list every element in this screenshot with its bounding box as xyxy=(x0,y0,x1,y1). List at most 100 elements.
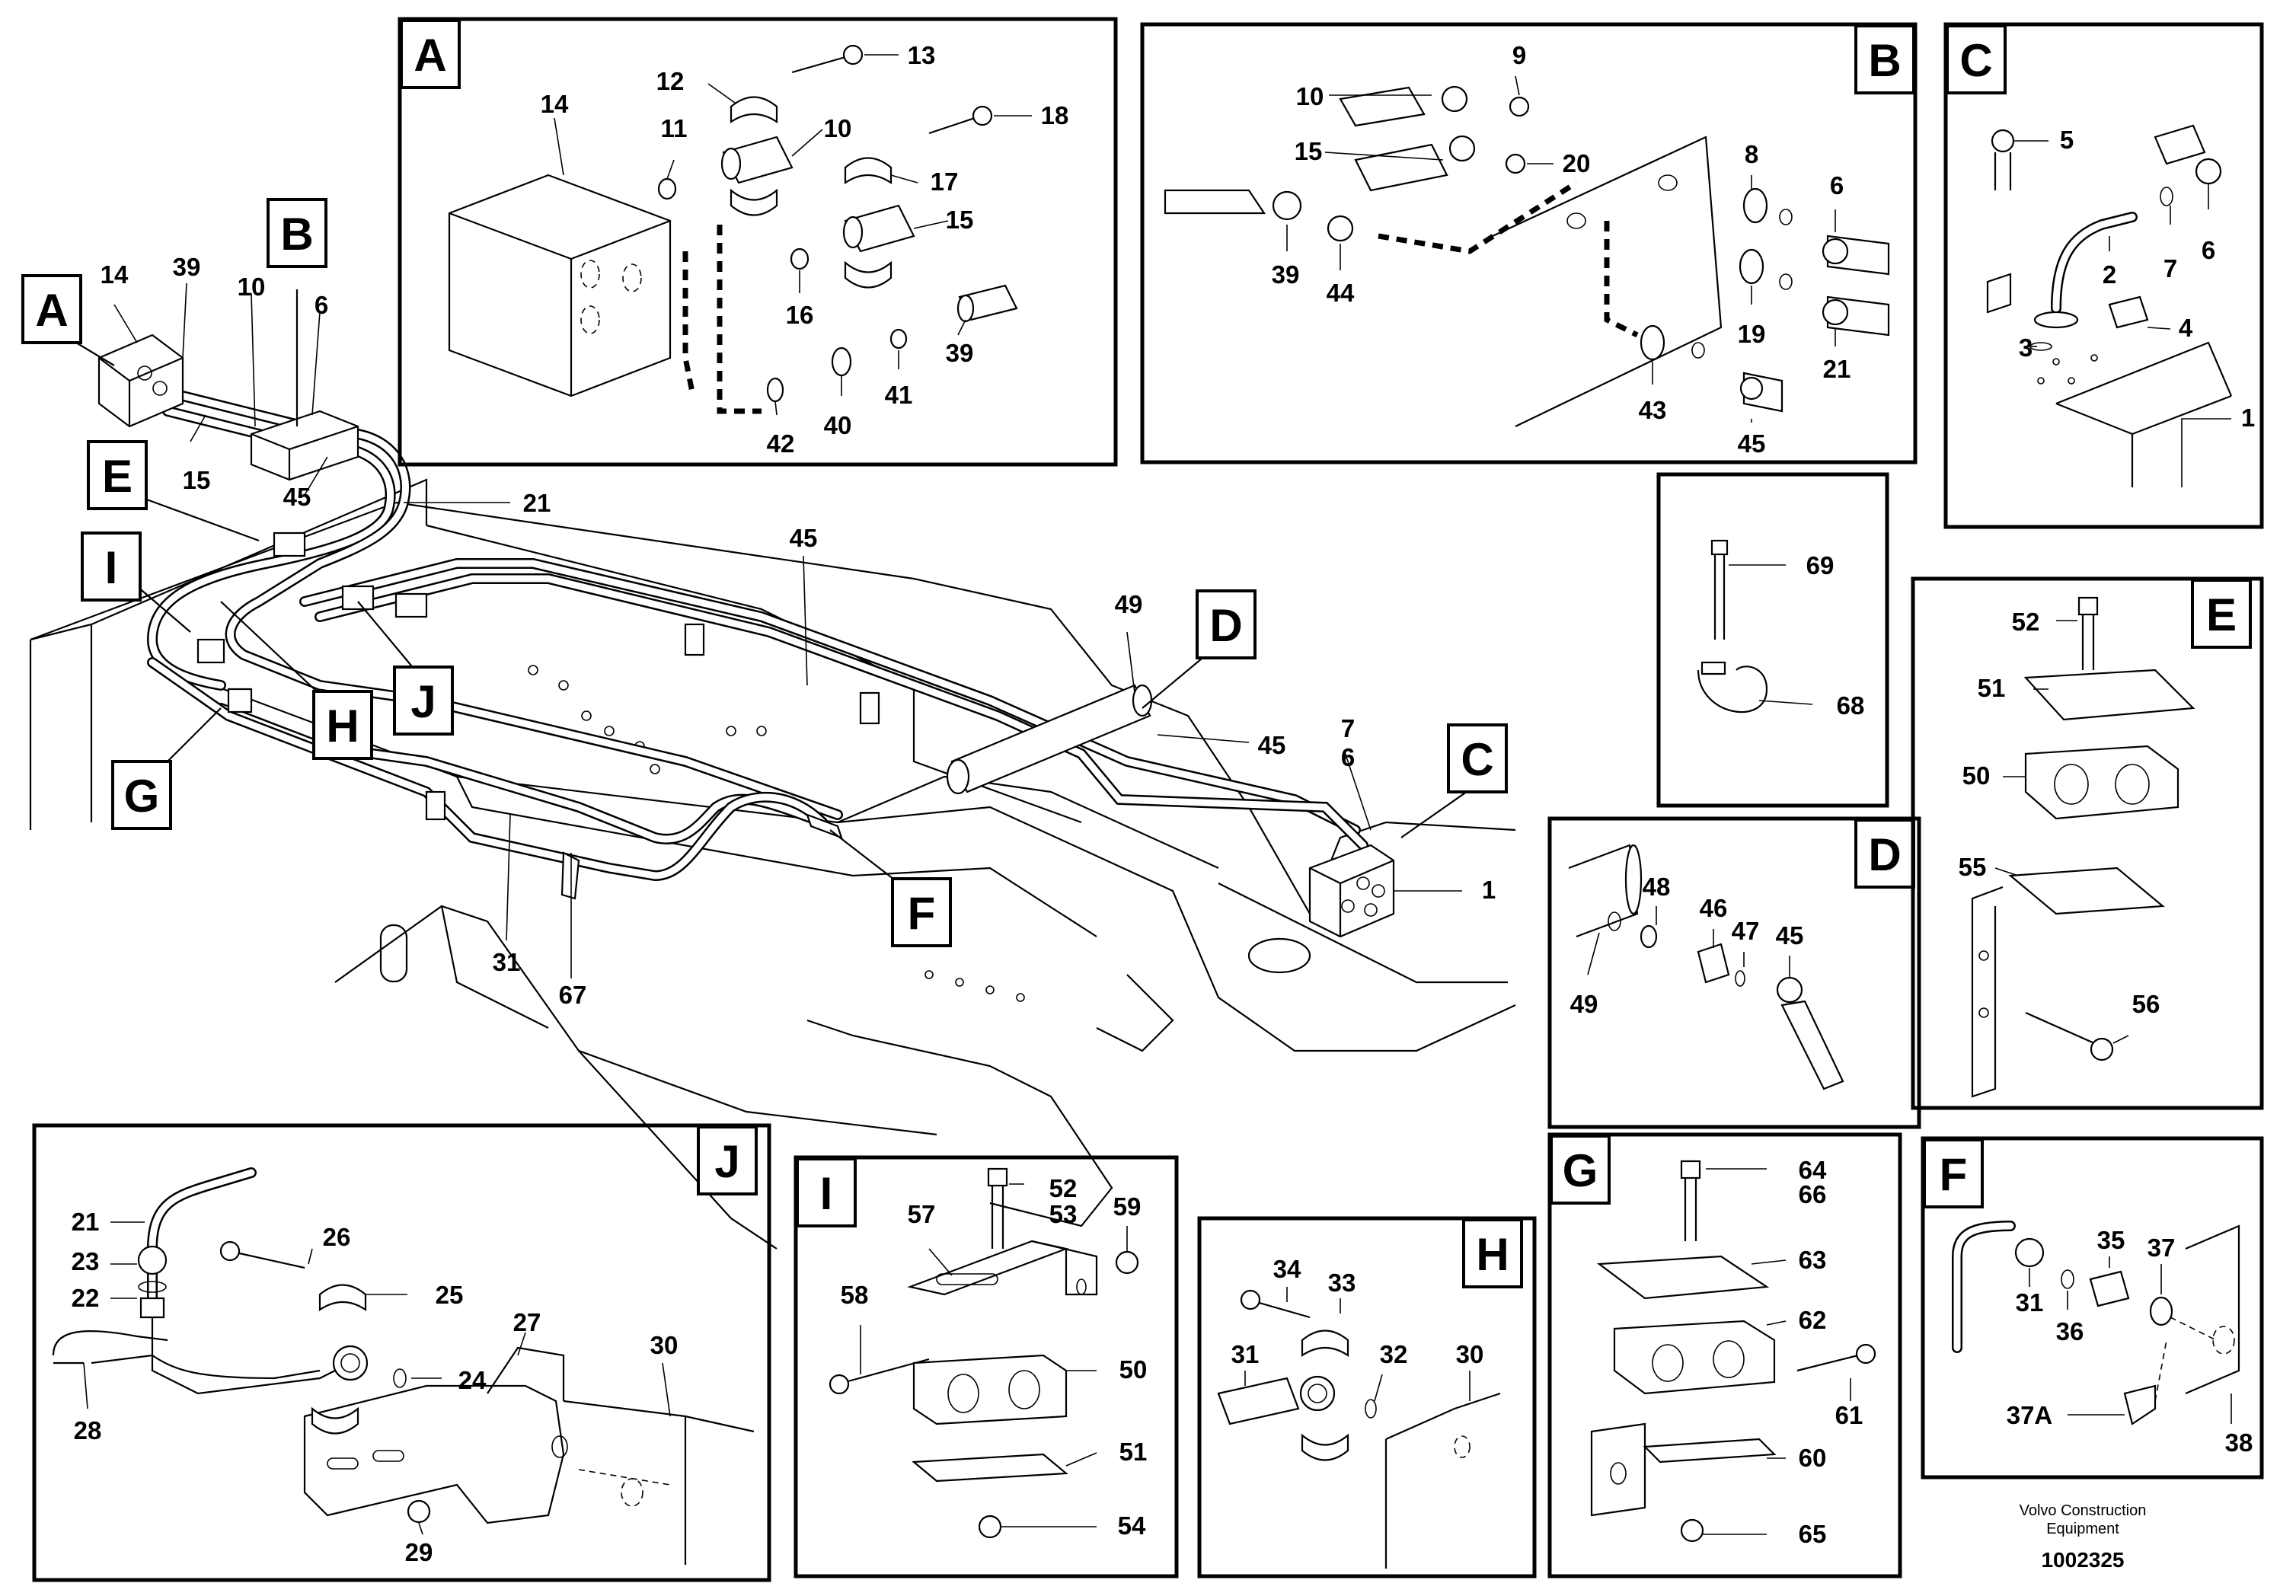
i-58: 58 xyxy=(841,1281,869,1309)
b-9: 9 xyxy=(1512,41,1526,69)
a-39: 39 xyxy=(946,339,974,367)
h-33: 33 xyxy=(1328,1269,1356,1297)
panel-clip: 69 68 xyxy=(1656,472,1889,808)
i-59: 59 xyxy=(1113,1192,1142,1221)
i-57: 57 xyxy=(908,1200,936,1228)
a-10: 10 xyxy=(824,114,852,142)
callout-10: 10 xyxy=(238,273,266,301)
bracket-group-a xyxy=(97,334,184,428)
c-5: 5 xyxy=(2060,126,2074,154)
c-1: 1 xyxy=(2241,404,2255,432)
main-tag-e[interactable]: E xyxy=(87,440,148,510)
panel-e: E 52 51 50 55 56 xyxy=(1911,576,2264,1110)
g-65: 65 xyxy=(1799,1520,1827,1548)
callout-7: 7 xyxy=(1341,714,1355,742)
i-54: 54 xyxy=(1118,1511,1146,1540)
cylinder-49 xyxy=(946,684,1153,795)
tag-letter-d: D xyxy=(1209,600,1242,651)
e-55: 55 xyxy=(1959,853,1987,881)
panel-b: B 9 10 15 20 8 6 xyxy=(1140,22,1918,464)
g-60: 60 xyxy=(1799,1444,1827,1472)
panel-e-letter: E xyxy=(2206,589,2237,640)
tag-letter-e: E xyxy=(102,451,133,502)
callout-39: 39 xyxy=(173,253,201,281)
main-tag-g[interactable]: G xyxy=(111,760,172,830)
b-15: 15 xyxy=(1295,137,1323,165)
j-24: 24 xyxy=(458,1366,487,1394)
panel-a: A 13 12 14 xyxy=(398,17,1118,467)
tag-letter-f: F xyxy=(908,888,936,939)
pipe-clamps xyxy=(196,531,880,900)
c-4: 4 xyxy=(2179,314,2193,342)
main-tag-c[interactable]: C xyxy=(1447,723,1508,793)
e-52: 52 xyxy=(2012,608,2040,636)
tag-letter-c: C xyxy=(1461,734,1493,785)
callout-45-right: 45 xyxy=(1258,731,1286,759)
h-32: 32 xyxy=(1380,1340,1408,1368)
main-tag-h[interactable]: H xyxy=(312,690,373,760)
main-tag-j[interactable]: J xyxy=(393,666,454,736)
panel-j-letter: J xyxy=(714,1136,739,1187)
i-50: 50 xyxy=(1119,1355,1148,1384)
hydraulic-pipes xyxy=(146,391,1368,882)
b-20: 20 xyxy=(1563,149,1591,177)
panel-f: F 35 37 31 36 37A 38 xyxy=(1921,1136,2264,1479)
b-44: 44 xyxy=(1327,279,1355,307)
tag-letter-a: A xyxy=(35,285,68,336)
d-46: 46 xyxy=(1700,894,1728,922)
main-tag-i[interactable]: I xyxy=(81,531,142,602)
callout-49: 49 xyxy=(1115,590,1143,618)
a-15: 15 xyxy=(946,206,974,234)
document-number: 1002325 xyxy=(2041,1548,2124,1572)
b-21: 21 xyxy=(1823,355,1851,383)
j-26: 26 xyxy=(323,1223,351,1251)
b-45: 45 xyxy=(1738,429,1766,458)
callout-67: 67 xyxy=(559,981,587,1009)
main-tag-b[interactable]: B xyxy=(267,198,327,268)
b-6: 6 xyxy=(1830,171,1844,200)
f-31: 31 xyxy=(2016,1288,2044,1317)
g-63: 63 xyxy=(1799,1246,1827,1274)
brand-line-1: Volvo Construction xyxy=(2020,1502,2147,1519)
main-tag-f[interactable]: F xyxy=(891,877,952,947)
main-tag-d[interactable]: D xyxy=(1196,589,1257,659)
h-31: 31 xyxy=(1231,1340,1260,1368)
c-3: 3 xyxy=(2019,334,2033,362)
callout-21: 21 xyxy=(523,489,551,517)
main-leaders xyxy=(113,282,1462,978)
j-23: 23 xyxy=(72,1247,100,1275)
tag-letter-i: I xyxy=(105,542,118,593)
panel-h-letter: H xyxy=(1476,1229,1509,1280)
h-30: 30 xyxy=(1456,1340,1484,1368)
callout-14: 14 xyxy=(101,260,129,289)
d-48: 48 xyxy=(1643,873,1671,901)
e-51: 51 xyxy=(1978,674,2006,702)
main-tag-a[interactable]: A xyxy=(21,274,82,344)
c-7: 7 xyxy=(2163,254,2177,282)
f-38: 38 xyxy=(2225,1428,2253,1457)
clip-69: 69 xyxy=(1806,551,1835,579)
h-34: 34 xyxy=(1273,1255,1301,1283)
f-35: 35 xyxy=(2097,1226,2125,1254)
panel-h: H 34 33 31 32 30 xyxy=(1197,1216,1537,1578)
g-64: 64 xyxy=(1799,1156,1827,1184)
c-2: 2 xyxy=(2103,260,2116,289)
a-14: 14 xyxy=(541,90,569,118)
d-47: 47 xyxy=(1732,917,1760,945)
b-43: 43 xyxy=(1639,396,1667,424)
callout-15: 15 xyxy=(183,466,211,494)
i-51: 51 xyxy=(1119,1438,1148,1466)
panel-i: I 52 53 59 57 58 50 51 54 xyxy=(794,1155,1179,1578)
f-37a: 37A xyxy=(2007,1401,2053,1429)
b-39: 39 xyxy=(1272,260,1300,289)
panel-d: D 48 46 47 45 49 xyxy=(1547,816,1921,1129)
a-13: 13 xyxy=(908,41,936,69)
i-53: 53 xyxy=(1049,1200,1078,1228)
callout-6: 6 xyxy=(315,291,328,319)
a-12: 12 xyxy=(656,67,685,95)
b-10: 10 xyxy=(1296,82,1324,110)
tag-letter-b: B xyxy=(280,209,313,260)
a-16: 16 xyxy=(786,301,814,329)
callout-45-mid: 45 xyxy=(790,524,818,552)
